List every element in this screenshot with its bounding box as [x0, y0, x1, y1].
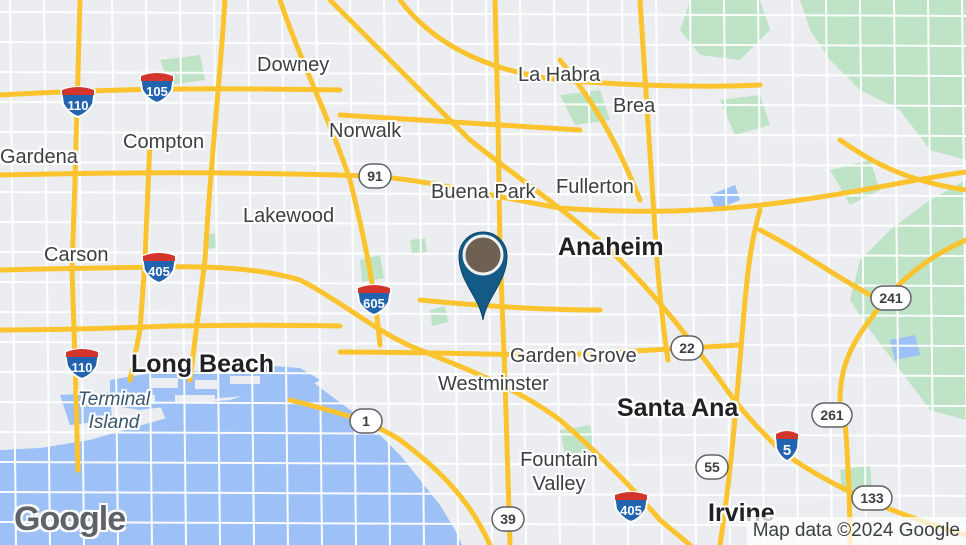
street-line	[791, 0, 799, 545]
route-261-badge-label: 261	[820, 407, 844, 423]
label-fountain-valley-line1: Fountain	[520, 449, 598, 471]
interstate-605-shield-icon: 605	[355, 284, 393, 316]
street-line	[757, 0, 765, 545]
street-line	[0, 41, 966, 47]
street-line	[0, 401, 966, 407]
street-line	[9, 0, 17, 545]
label-fullerton: Fullerton	[556, 176, 634, 198]
interstate-405-bottom-shield-label: 405	[620, 503, 642, 518]
route-241-badge-label: 241	[879, 290, 903, 306]
street-line	[0, 491, 966, 497]
route-55-badge-icon: 55	[695, 454, 729, 480]
label-garden-grove: Garden Grove	[510, 345, 637, 367]
route-55-badge-label: 55	[704, 459, 720, 475]
label-buena-park: Buena Park	[431, 181, 536, 203]
interstate-5-shield-icon: 5	[773, 430, 801, 462]
label-gardena: Gardena	[0, 146, 78, 168]
route-261-badge-icon: 261	[811, 402, 853, 428]
route-1-badge-icon: 1	[349, 408, 383, 434]
label-westminster: Westminster	[438, 373, 549, 395]
route-22-badge-icon: 22	[670, 335, 704, 361]
street-line	[553, 0, 561, 545]
label-carson: Carson	[44, 244, 109, 266]
label-terminal-island-line1: Terminal	[77, 389, 151, 410]
street-line	[0, 341, 966, 347]
label-fountain-valley-line2: Valley	[532, 473, 586, 495]
street-line	[927, 0, 935, 545]
label-downey: Downey	[257, 54, 330, 76]
route-22-badge-label: 22	[679, 340, 695, 356]
street-line	[0, 101, 966, 107]
street-line	[0, 131, 966, 137]
interstate-110-bottom-shield-label: 110	[72, 360, 93, 375]
label-anaheim: Anaheim	[558, 233, 664, 261]
label-compton: Compton	[123, 131, 205, 153]
route-1-badge-label: 1	[362, 413, 370, 429]
street-line	[893, 0, 901, 545]
street-line	[349, 0, 357, 545]
label-terminal-island-line2: Island	[88, 412, 140, 433]
google-logo[interactable]: Google	[14, 500, 126, 538]
label-lakewood: Lakewood	[243, 205, 335, 227]
location-pin-icon[interactable]	[453, 226, 513, 322]
street-line	[451, 0, 459, 545]
route-39-badge-icon: 39	[491, 506, 525, 532]
harbor-piers	[120, 376, 260, 404]
street-line	[621, 0, 629, 545]
interstate-605-shield-label: 605	[363, 296, 385, 311]
label-terminal-island: Terminal Island	[64, 388, 164, 434]
route-133-badge-icon: 133	[851, 485, 893, 511]
street-line	[0, 431, 966, 437]
street-line	[587, 0, 595, 545]
interstate-110-shield-icon: 110	[59, 86, 97, 118]
interstate-405-left-shield-label: 405	[148, 264, 170, 279]
route-241-badge-icon: 241	[870, 285, 912, 311]
street-line	[519, 0, 527, 545]
street-line	[0, 11, 966, 17]
interstate-405-south-shield-icon: 405	[612, 491, 650, 523]
interstate-405-shield-icon: 405	[140, 252, 178, 284]
interstate-110-south-shield-icon: 110	[63, 348, 101, 380]
label-brea: Brea	[613, 95, 656, 117]
interstate-5-shield-label: 5	[783, 442, 791, 459]
label-fountain-valley: Fountain Valley	[512, 448, 606, 496]
route-39-badge-label: 39	[500, 511, 516, 527]
street-line	[961, 0, 966, 455]
route-133-badge-label: 133	[860, 490, 884, 506]
route-91-badge-label: 91	[367, 168, 383, 184]
route-91-badge-icon: 91	[358, 163, 392, 189]
interstate-105-shield-icon: 105	[138, 72, 176, 104]
street-line	[0, 161, 966, 167]
label-norwalk: Norwalk	[329, 120, 402, 142]
street-line	[689, 0, 697, 545]
street-line	[383, 0, 391, 545]
label-la-habra: La Habra	[518, 64, 601, 86]
map-attribution[interactable]: Map data ©2024 Google	[746, 517, 966, 545]
street-line	[859, 0, 867, 545]
label-long-beach: Long Beach	[131, 350, 275, 378]
interstate-110-top-shield-label: 110	[68, 98, 89, 113]
interstate-105-shield-label: 105	[146, 84, 168, 99]
label-santa-ana: Santa Ana	[617, 394, 739, 422]
street-line	[0, 221, 966, 227]
